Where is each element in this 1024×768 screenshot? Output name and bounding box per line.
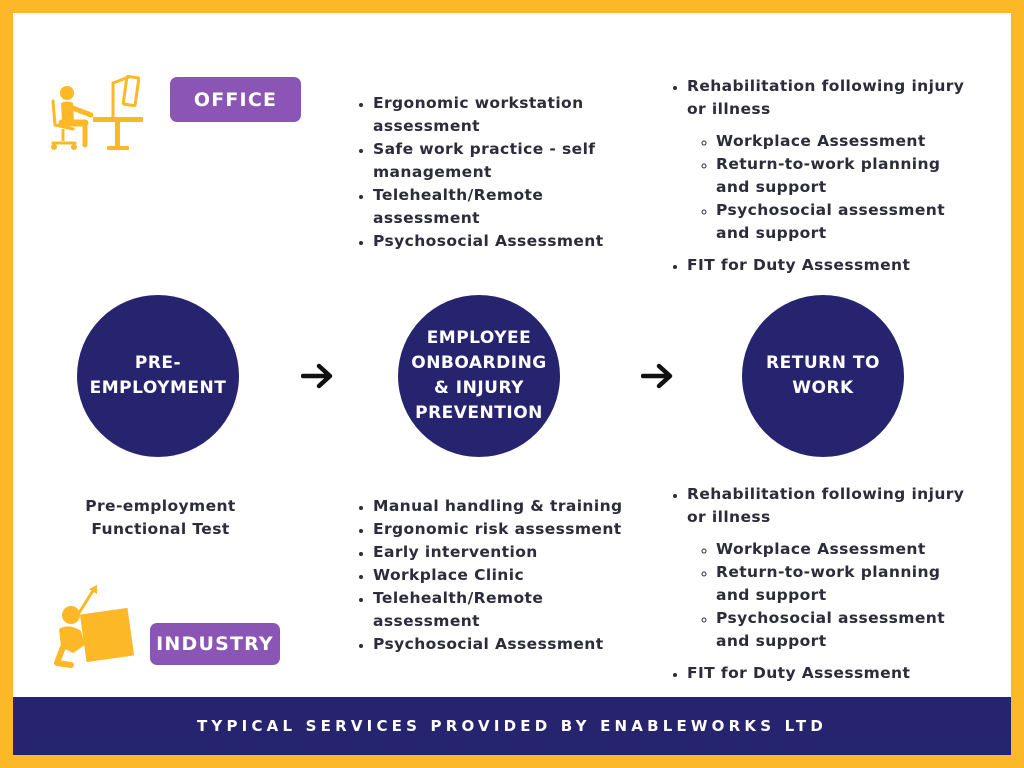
list-item: Psychosocial Assessment	[373, 633, 643, 656]
list-item: Rehabilitation following injury or illne…	[687, 483, 979, 653]
stage-label-line: RETURN TO	[766, 353, 880, 373]
stage-label-line: ONBOARDING	[411, 353, 547, 373]
list-item: Rehabilitation following injury or illne…	[687, 75, 979, 245]
right-arrow-icon	[301, 363, 333, 389]
stage-label-line: EMPLOYEE	[426, 328, 532, 348]
industry-prevention-list: Manual handling & training Ergonomic ris…	[357, 495, 643, 656]
stage-pre-employment: PRE- EMPLOYMENT	[77, 295, 239, 457]
lifting-box-icon	[54, 585, 135, 668]
sub-list: Workplace Assessment Return-to-work plan…	[687, 538, 979, 653]
office-rtw-list: Rehabilitation following injury or illne…	[671, 75, 979, 277]
sub-list: Workplace Assessment Return-to-work plan…	[687, 130, 979, 245]
list-item-text: Rehabilitation following injury or illne…	[687, 485, 965, 526]
stage-return-to-work: RETURN TO WORK	[742, 295, 904, 457]
sub-list-item: Psychosocial assessment and support	[716, 199, 979, 245]
stage-onboarding-prevention: EMPLOYEE ONBOARDING & INJURY PREVENTION	[398, 295, 560, 457]
sub-list-item: Psychosocial assessment and support	[716, 607, 979, 653]
pre-employment-text: Pre-employment Functional Test	[73, 495, 248, 541]
right-arrow-icon	[641, 363, 673, 389]
list-item: Manual handling & training	[373, 495, 643, 518]
footer-text: TYPICAL SERVICES PROVIDED BY ENABLEWORKS…	[197, 717, 827, 735]
list-item: Ergonomic risk assessment	[373, 518, 643, 541]
list-item: Psychosocial Assessment	[373, 230, 633, 253]
list-item: Ergonomic workstation assessment	[373, 92, 633, 138]
sub-list-item: Return-to-work planning and support	[716, 561, 979, 607]
pre-employment-line: Pre-employment	[85, 497, 236, 515]
office-prevention-list: Ergonomic workstation assessment Safe wo…	[357, 92, 633, 253]
list-item: Workplace Clinic	[373, 564, 643, 587]
sub-list-item: Return-to-work planning and support	[716, 153, 979, 199]
stage-label-line: EMPLOYMENT	[89, 378, 227, 398]
infographic-frame: OFFICE INDUSTRY PRE- EMPLOYMENT EMPLOYEE…	[13, 13, 1011, 755]
list-item: FIT for Duty Assessment	[687, 662, 979, 685]
sub-list-item: Workplace Assessment	[716, 130, 979, 153]
stage-label-line: WORK	[792, 378, 854, 398]
footer-banner: TYPICAL SERVICES PROVIDED BY ENABLEWORKS…	[13, 697, 1011, 755]
list-item: Safe work practice - self management	[373, 138, 633, 184]
list-item: Early intervention	[373, 541, 643, 564]
stage-label-line: PRE-	[134, 353, 182, 373]
list-item: FIT for Duty Assessment	[687, 254, 979, 277]
desk-worker-icon	[51, 75, 143, 150]
sub-list-item: Workplace Assessment	[716, 538, 979, 561]
list-item: Telehealth/Remote assessment	[373, 184, 633, 230]
industry-rtw-list: Rehabilitation following injury or illne…	[671, 483, 979, 685]
list-item-text: Rehabilitation following injury or illne…	[687, 77, 965, 118]
list-item: Telehealth/Remote assessment	[373, 587, 643, 633]
industry-tag: INDUSTRY	[150, 623, 280, 665]
office-tag: OFFICE	[170, 77, 301, 122]
stage-label-line: PREVENTION	[415, 403, 543, 423]
pre-employment-line: Functional Test	[91, 520, 230, 538]
stage-label-line: & INJURY	[434, 378, 524, 398]
